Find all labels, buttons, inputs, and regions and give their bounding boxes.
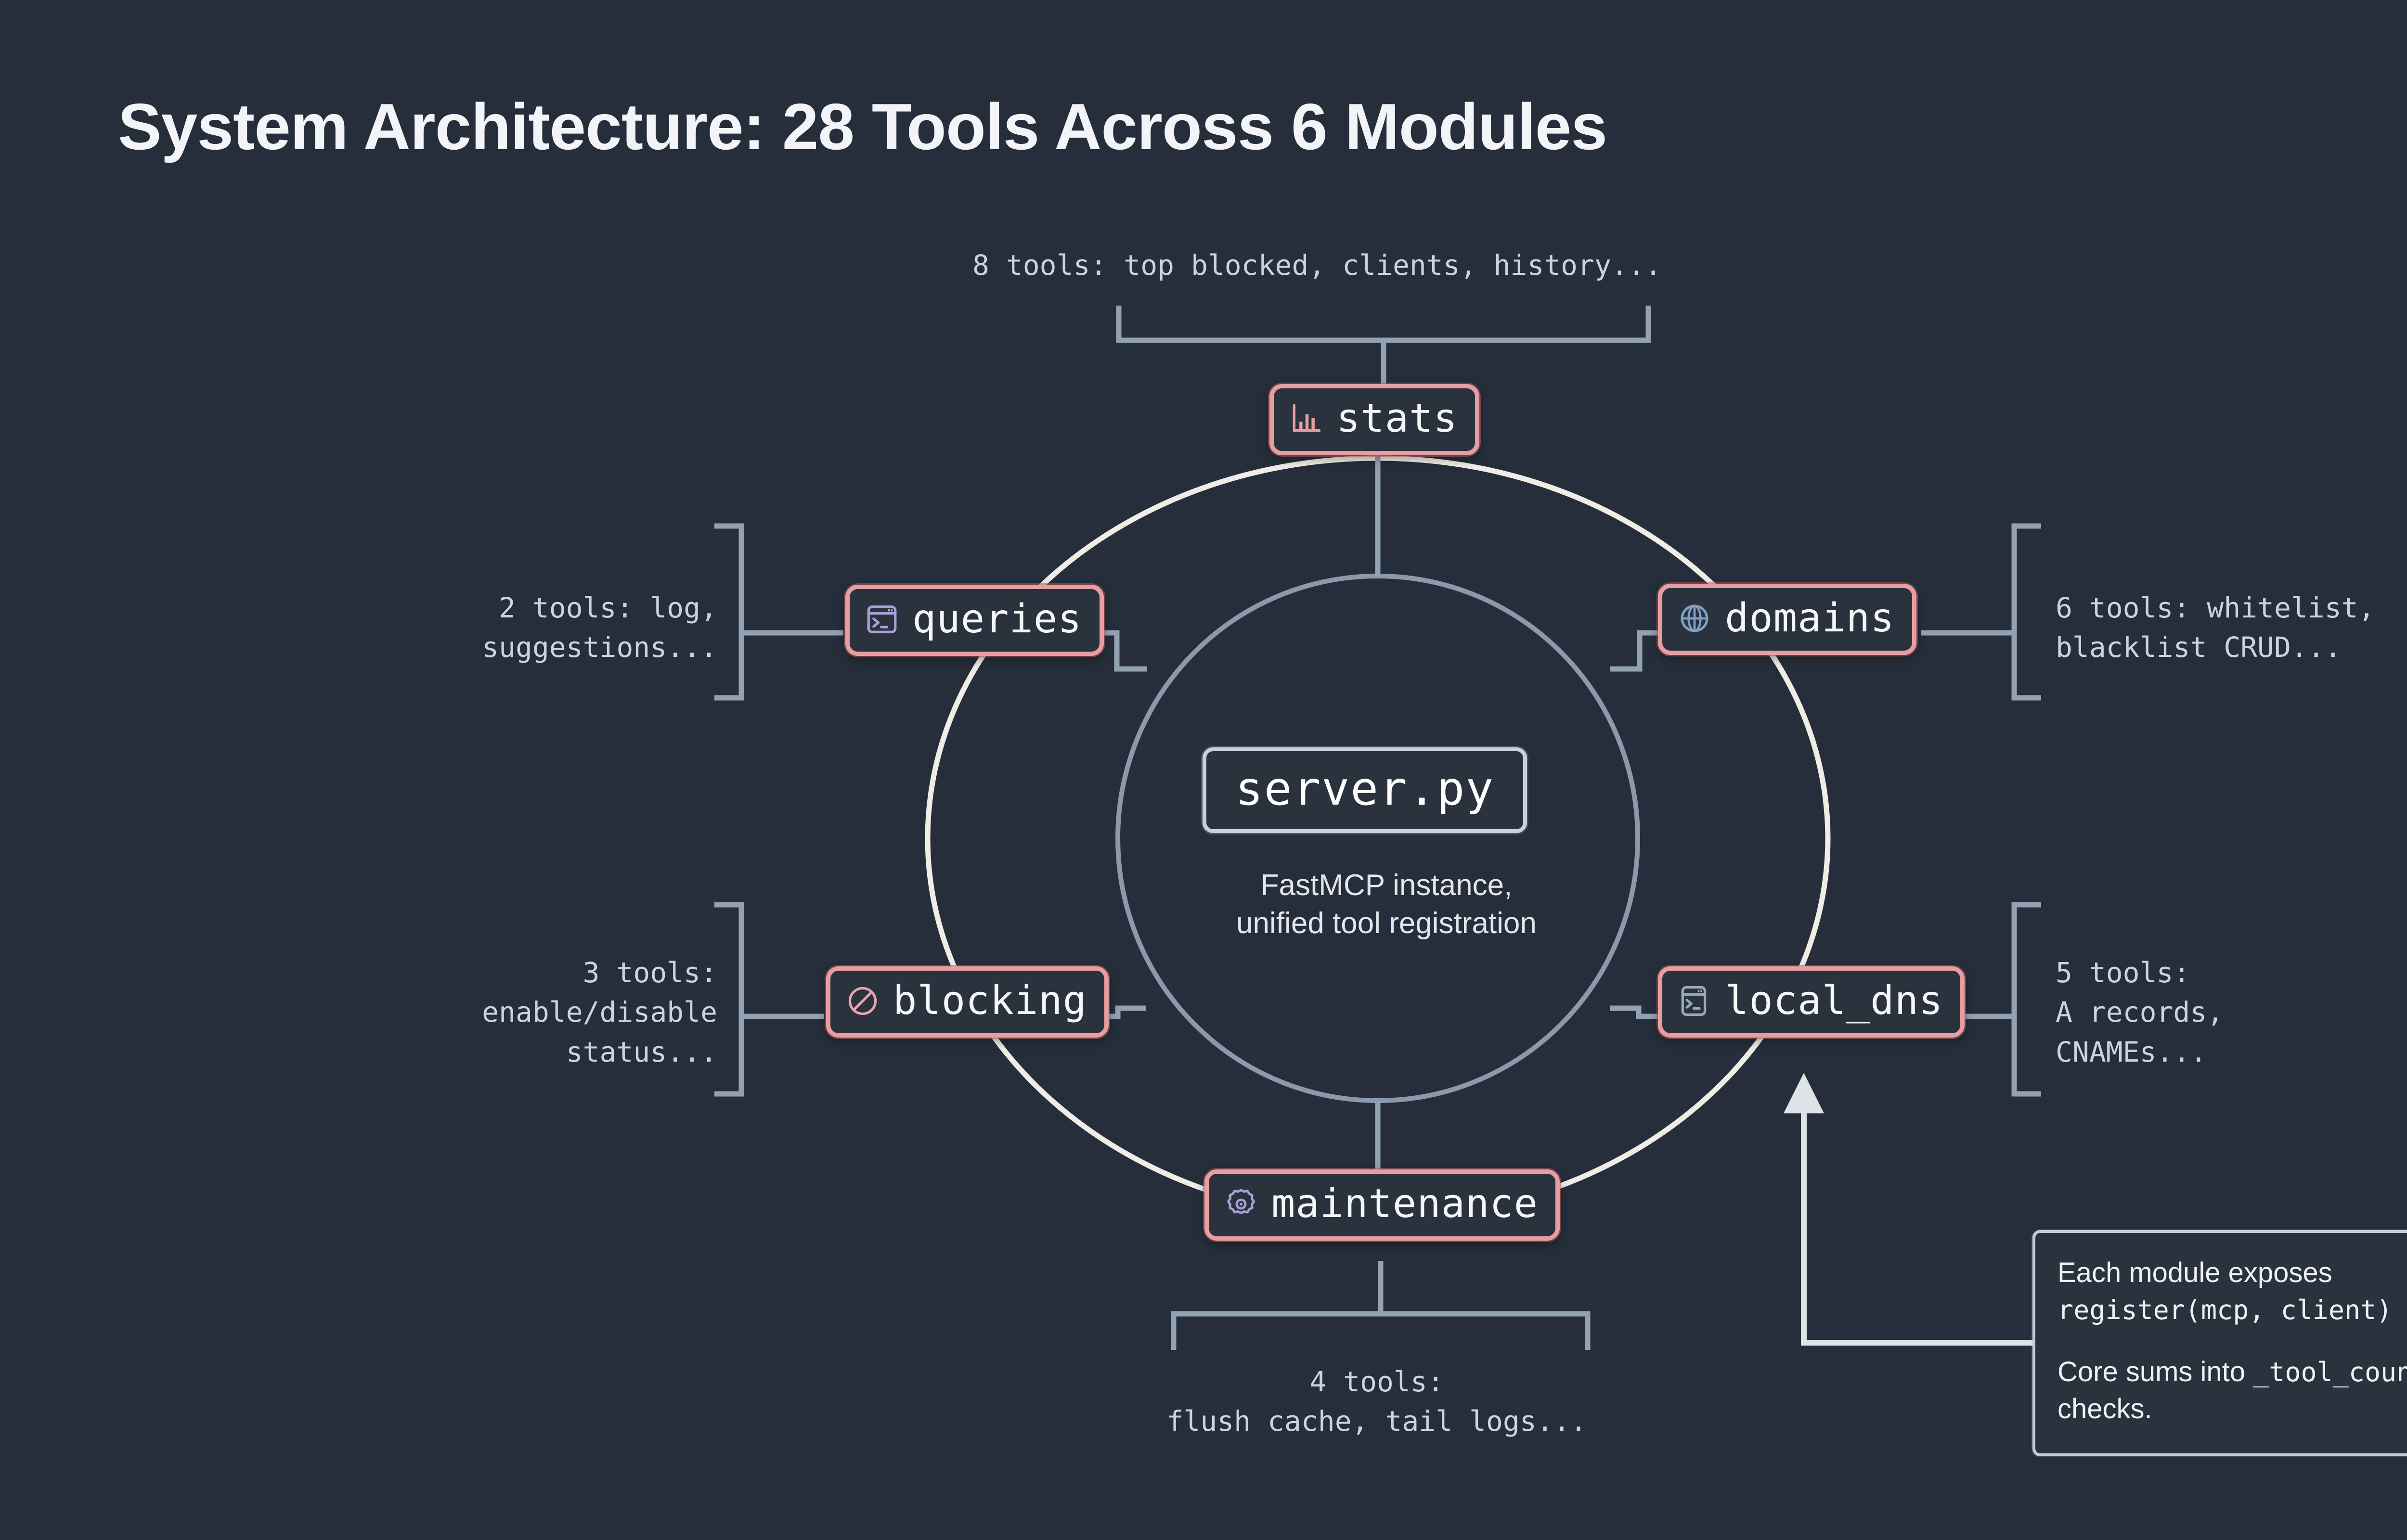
callout-line-1-code: register(mcp, client) -> int. (2058, 1295, 2407, 1326)
module-label-domains: domains (1725, 595, 1895, 641)
bracket-blocking (714, 902, 744, 1097)
gear-icon (1227, 1189, 1255, 1214)
module-node-maintenance[interactable]: maintenance (1204, 1169, 1560, 1241)
callout-arrow (1784, 1073, 2032, 1346)
annotation-brackets (714, 306, 2041, 1350)
callout-line-2: Core sums into _tool_count for health ch… (2058, 1353, 2407, 1427)
core-label: server.py (1235, 762, 1495, 816)
globe-icon (1681, 604, 1708, 632)
callout-line-2-code: _tool_count (2253, 1357, 2407, 1388)
core-subtitle-line-2: unified tool registration (1236, 907, 1537, 940)
annotation-queries: 2 tools: log, suggestions... (482, 591, 717, 664)
terminal-icon (1681, 986, 1707, 1016)
callout-line-1-text: Each module exposes (2058, 1257, 2332, 1288)
module-label-local-dns: local_dns (1725, 978, 1943, 1024)
terminal-icon (867, 605, 897, 633)
module-node-domains[interactable]: domains (1658, 584, 1916, 655)
bracket-maintenance (1171, 1311, 1591, 1350)
module-label-blocking: blocking (893, 978, 1087, 1024)
core-subtitle: FastMCP instance, unified tool registrat… (1194, 866, 1579, 943)
callout-line-1: Each module exposes register(mcp, client)… (2058, 1254, 2407, 1328)
inner-ring (1115, 574, 1640, 1103)
module-label-stats: stats (1336, 396, 1458, 441)
annotation-domains: 6 tools: whitelist, blacklist CRUD... (2056, 591, 2375, 664)
callout-line-2-prefix: Core sums into (2058, 1356, 2253, 1388)
annotation-blocking: 3 tools: enable/disable status... (482, 956, 717, 1068)
module-node-blocking[interactable]: blocking (826, 966, 1109, 1038)
module-label-queries: queries (912, 596, 1082, 642)
core-subtitle-line-1: FastMCP instance, (1260, 869, 1513, 902)
bracket-domains (2011, 523, 2041, 701)
callout-box: Each module exposes register(mcp, client)… (2032, 1230, 2407, 1456)
bracket-stats (1116, 306, 1651, 343)
annotation-local-dns: 5 tools: A records, CNAMEs... (2056, 956, 2224, 1068)
annotation-maintenance: 4 tools: flush cache, tail logs... (1166, 1365, 1587, 1438)
bar-chart-icon (1293, 404, 1321, 432)
module-label-maintenance: maintenance (1271, 1181, 1539, 1227)
module-node-queries[interactable]: queries (845, 585, 1104, 656)
page-title: System Architecture: 28 Tools Across 6 M… (118, 90, 1607, 163)
annotation-stats: 8 tools: top blocked, clients, history..… (972, 249, 1662, 282)
module-node-stats[interactable]: stats (1269, 384, 1479, 455)
core-node-server-py[interactable]: server.py (1203, 747, 1527, 833)
bracket-queries (714, 523, 744, 701)
spokes (1074, 445, 1659, 1225)
module-node-local-dns[interactable]: local_dns (1658, 966, 1965, 1038)
bracket-local-dns (2011, 902, 2041, 1097)
callout-line-2-suffix: for health checks. (2058, 1393, 2152, 1425)
no-entry-icon (848, 987, 877, 1015)
